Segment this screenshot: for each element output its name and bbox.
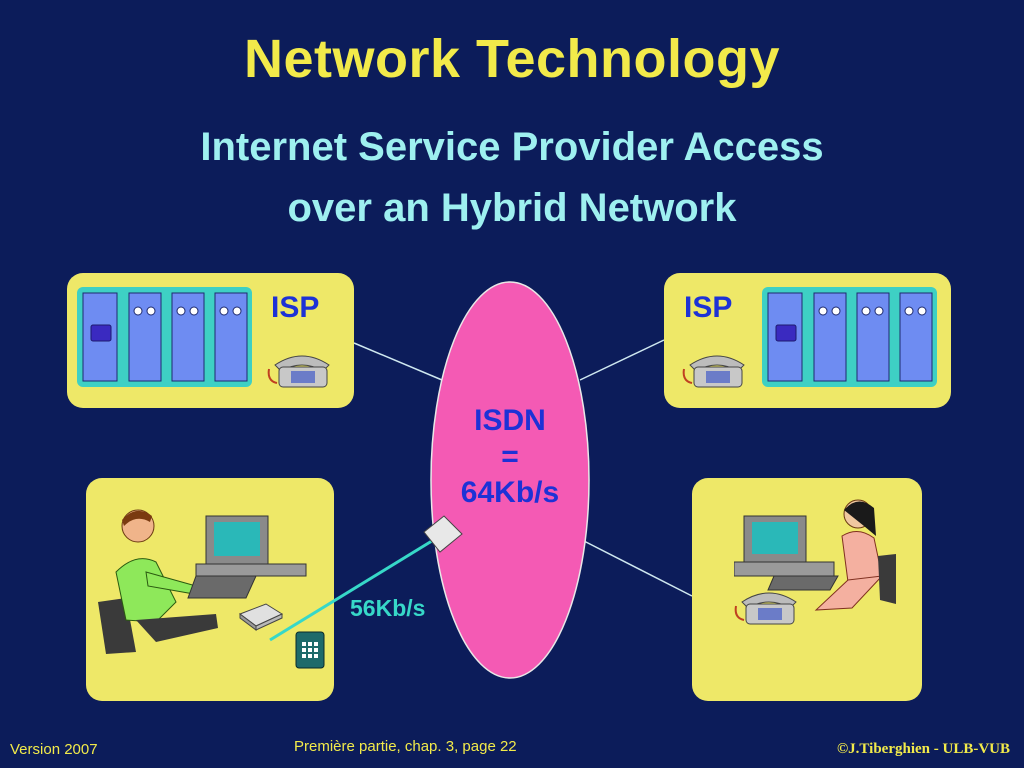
isp-left-panel: ISP bbox=[67, 273, 354, 408]
slide-title: Network Technology bbox=[243, 29, 781, 89]
server-rack-icon bbox=[762, 287, 937, 387]
modem-icon bbox=[238, 603, 284, 631]
telephone-icon bbox=[267, 355, 330, 388]
link-user-right bbox=[581, 539, 693, 597]
footer-page: Première partie, chap. 3, page 22 bbox=[294, 738, 517, 755]
footer-copyright: ©J.Tiberghien - ULB-VUB bbox=[836, 741, 1010, 757]
user-right-panel bbox=[692, 478, 922, 701]
link-isp-left bbox=[353, 342, 443, 381]
isp-left-label: ISP bbox=[271, 291, 320, 324]
isp-right-label: ISP bbox=[684, 291, 733, 324]
link-modem-isdn bbox=[269, 534, 441, 642]
user-left-panel bbox=[86, 478, 334, 701]
link-isp-right bbox=[579, 339, 665, 381]
server-rack-icon bbox=[77, 287, 252, 387]
computer-icon bbox=[734, 515, 839, 591]
modem-icon bbox=[423, 515, 463, 553]
isp-right-panel: ISP bbox=[664, 273, 951, 408]
footer-version: Version 2007 bbox=[10, 741, 98, 758]
woman-user-icon bbox=[814, 499, 896, 611]
network-equals: = bbox=[501, 440, 519, 473]
man-user-icon bbox=[98, 509, 307, 654]
modem-link-speed: 56Kb/s bbox=[350, 595, 426, 621]
telephone-icon bbox=[734, 592, 797, 625]
telephone-icon bbox=[682, 355, 745, 388]
isdn-network-ellipse bbox=[430, 281, 590, 679]
telephone-icon bbox=[295, 631, 325, 669]
slide-subtitle-line1: Internet Service Provider Access bbox=[200, 125, 824, 169]
network-speed: 64Kb/s bbox=[460, 476, 560, 509]
slide-subtitle-line2: over an Hybrid Network bbox=[287, 186, 737, 230]
network-name: ISDN bbox=[474, 404, 546, 437]
